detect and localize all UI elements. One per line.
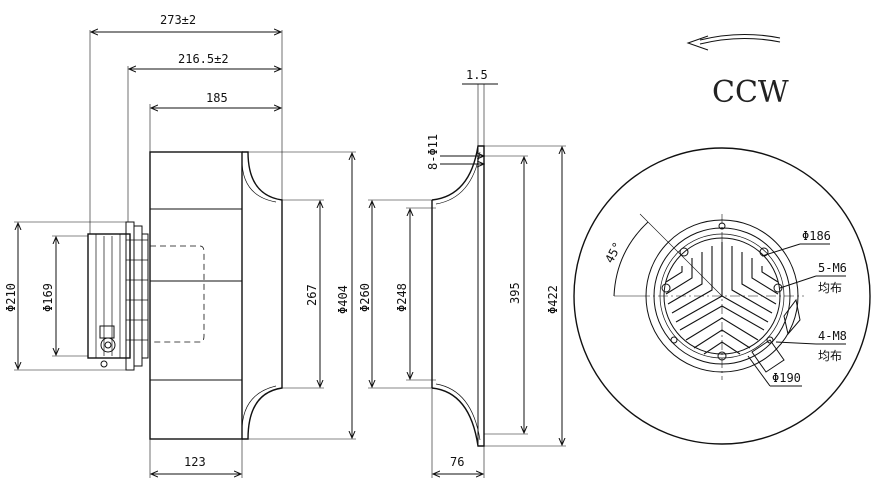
dim-screw-b-note: 均布 [818, 349, 842, 363]
dim-screw-b-label: 4-M8 [818, 329, 847, 343]
dim-holes: 8-Φ11 [426, 134, 484, 170]
dim-wheel-dia-label: Φ404 [336, 285, 350, 314]
dim-mid-width-label: 216.5±2 [178, 52, 229, 66]
dim-thickness: 1.5 [462, 68, 498, 146]
dim-hub-dia: Φ169 [41, 235, 88, 357]
dim-throat-dia-label: Φ248 [395, 283, 409, 312]
dim-inner-dia-label: Φ260 [358, 283, 372, 312]
motor-body [87, 221, 149, 371]
dim-angle: 45° [602, 213, 723, 297]
dim-wheel-dia: Φ404 [248, 151, 356, 440]
dim-inner-dia: Φ260 [358, 199, 432, 389]
mounting-holes [661, 222, 783, 361]
dim-throat-dia: Φ248 [395, 207, 436, 381]
dim-bottom-width: 123 [149, 439, 243, 478]
dim-screw-a-leader: 5-M6 均布 [779, 261, 847, 295]
dim-flange-dia-label: Φ190 [772, 371, 801, 385]
dim-flange-dia-leader: Φ190 [747, 355, 802, 387]
dim-screw-b-leader: 4-M8 均布 [775, 329, 847, 363]
dim-depth-label: 76 [450, 455, 464, 469]
terminal-box [751, 298, 801, 373]
outer-flange-ring [573, 147, 871, 445]
dim-depth: 76 [431, 388, 485, 478]
cooling-fins [665, 242, 779, 355]
dim-bolt-circle: 395 [484, 155, 528, 435]
dim-overall-width-label: 273±2 [160, 13, 196, 27]
dim-holes-label: 8-Φ11 [426, 134, 440, 170]
dim-inlet-dia: 267 [282, 199, 324, 389]
impeller-body [149, 151, 283, 440]
dim-thickness-label: 1.5 [466, 68, 488, 82]
dim-screw-a-label: 5-M6 [818, 261, 847, 275]
dim-outer-dia: Φ422 [484, 145, 566, 447]
dim-hub-dia-leader: Φ186 [761, 229, 831, 257]
rotation-label: CCW [712, 75, 789, 110]
dim-overall-width: 273±2 [89, 13, 283, 234]
side-view: 273±2 216.5±2 185 123 Φ210 [4, 13, 356, 478]
nozzle-view: 1.5 8-Φ11 Φ260 Φ248 395 [358, 68, 566, 478]
dim-impeller-width-label: 185 [206, 91, 228, 105]
dim-outer-dia-label: Φ422 [546, 285, 560, 314]
rotation-arrow-icon [686, 33, 781, 51]
dim-impeller-width: 185 [149, 91, 281, 152]
dim-bottom-width-label: 123 [184, 455, 206, 469]
dim-hub-dia-label: Φ169 [41, 283, 55, 312]
dim-motor-dia-label: Φ210 [4, 283, 18, 312]
dim-bolt-circle-label: 395 [508, 282, 522, 304]
dim-inlet-dia-label: 267 [305, 284, 319, 306]
dim-motor-dia: Φ210 [4, 221, 126, 371]
dim-mid-width: 216.5±2 [127, 52, 281, 222]
dim-hub-dia-label: Φ186 [802, 229, 831, 243]
front-view: CCW [573, 33, 871, 445]
nozzle-body [431, 145, 485, 447]
dim-screw-a-note: 均布 [818, 281, 842, 295]
